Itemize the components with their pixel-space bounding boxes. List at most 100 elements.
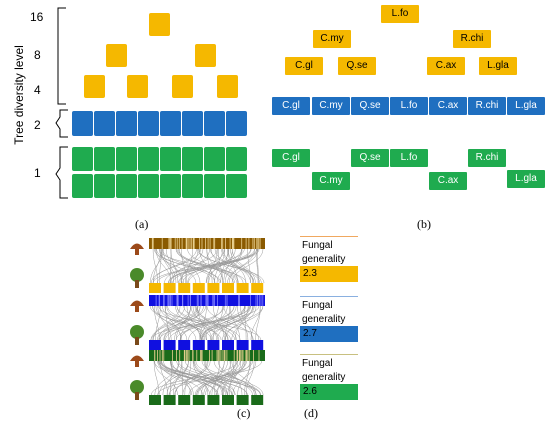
tree-square [138,174,159,198]
level-brackets [55,7,68,199]
tree-square [127,75,148,98]
species-label: L.fo [381,5,419,23]
generality-value: 2.3 [300,266,358,282]
panel-label-b: (b) [417,217,431,231]
species-label: C.my [312,172,350,190]
tree-block [163,283,176,293]
species-label: C.ax [429,172,467,190]
tree-square [160,174,181,198]
tree-square [182,111,203,136]
tree-block [163,340,176,350]
tick-8: 8 [34,48,41,62]
tree-icon [130,380,144,400]
tree-square [72,174,93,198]
tree-square [116,111,137,136]
tree-square [138,147,159,171]
species-label: Q.se [338,57,376,75]
tree-block [192,283,205,293]
tree-square [116,174,137,198]
tree-block [236,340,249,350]
fungal-bar [149,350,265,361]
tree-icon [130,268,144,288]
species-label: Q.se [351,149,389,167]
species-label: L.gla [507,97,545,115]
generality-card-blue: Fungal generality 2.7 [300,296,358,342]
species-label: L.gla [507,170,545,188]
card-title-line1: Fungal [302,358,333,369]
network-panel [130,350,265,405]
tree-square [160,147,181,171]
species-label: Q.se [351,97,389,115]
species-label: L.gla [479,57,517,75]
card-title-line1: Fungal [302,300,333,311]
mushroom-icon [130,355,144,367]
tree-block [251,395,264,405]
tree-square [72,147,93,171]
species-label: C.ax [429,97,467,115]
tree-square [94,111,115,136]
tree-block [149,395,161,405]
tree-block [251,340,264,350]
tree-icon [130,325,144,345]
mushroom-icon [130,300,144,312]
network-panel [130,295,265,350]
tree-block [192,395,205,405]
tree-square [138,111,159,136]
tree-block [222,340,234,350]
tick-2: 2 [34,118,41,132]
generality-card-green: Fungal generality 2.6 [300,354,358,400]
species-label: C.my [313,30,351,48]
tree-block [192,340,205,350]
card-title-line2: generality [302,372,346,383]
species-label: R.chi [468,149,506,167]
generality-value: 2.7 [300,326,358,342]
tree-block [207,340,220,350]
tree-block [207,395,220,405]
tree-square [226,111,247,136]
species-label: C.gl [272,149,310,167]
generality-card-yellow: Fungal generality 2.3 [300,236,358,282]
species-label: C.my [312,97,350,115]
generality-value: 2.6 [300,384,358,400]
panel-label-c: (c) [237,406,251,420]
tree-square [84,75,105,98]
y-axis-title: Tree diversity level [12,45,26,145]
tree-square [160,111,181,136]
tree-block [149,340,161,350]
species-label: L.fo [390,97,428,115]
tree-block [236,395,249,405]
tree-square [217,75,238,98]
tree-block [178,283,191,293]
tree-block [149,283,161,293]
panel-label-a: (a) [135,217,149,231]
tree-square [172,75,193,98]
species-label: R.chi [468,97,506,115]
tree-square [204,111,225,136]
tree-square [72,111,93,136]
tree-square [204,147,225,171]
tree-square [226,147,247,171]
tree-block [251,283,264,293]
tree-block [222,283,234,293]
tick-4: 4 [34,83,41,97]
fungal-bar [149,238,265,249]
tick-1: 1 [34,166,41,180]
tree-block [178,395,191,405]
tree-block [207,283,220,293]
species-label: C.gl [272,97,310,115]
tree-square [195,44,216,67]
species-label: R.chi [453,30,491,48]
tree-square [106,44,127,67]
species-label: L.fo [390,149,428,167]
card-title-line2: generality [302,314,346,325]
tree-square [226,174,247,198]
tree-square [182,174,203,198]
tree-block [178,340,191,350]
tree-square [94,174,115,198]
tree-square [149,13,170,36]
tree-square [94,147,115,171]
tree-square [182,147,203,171]
tree-block [163,395,176,405]
tick-16: 16 [30,10,44,24]
card-title-line1: Fungal [302,240,333,251]
